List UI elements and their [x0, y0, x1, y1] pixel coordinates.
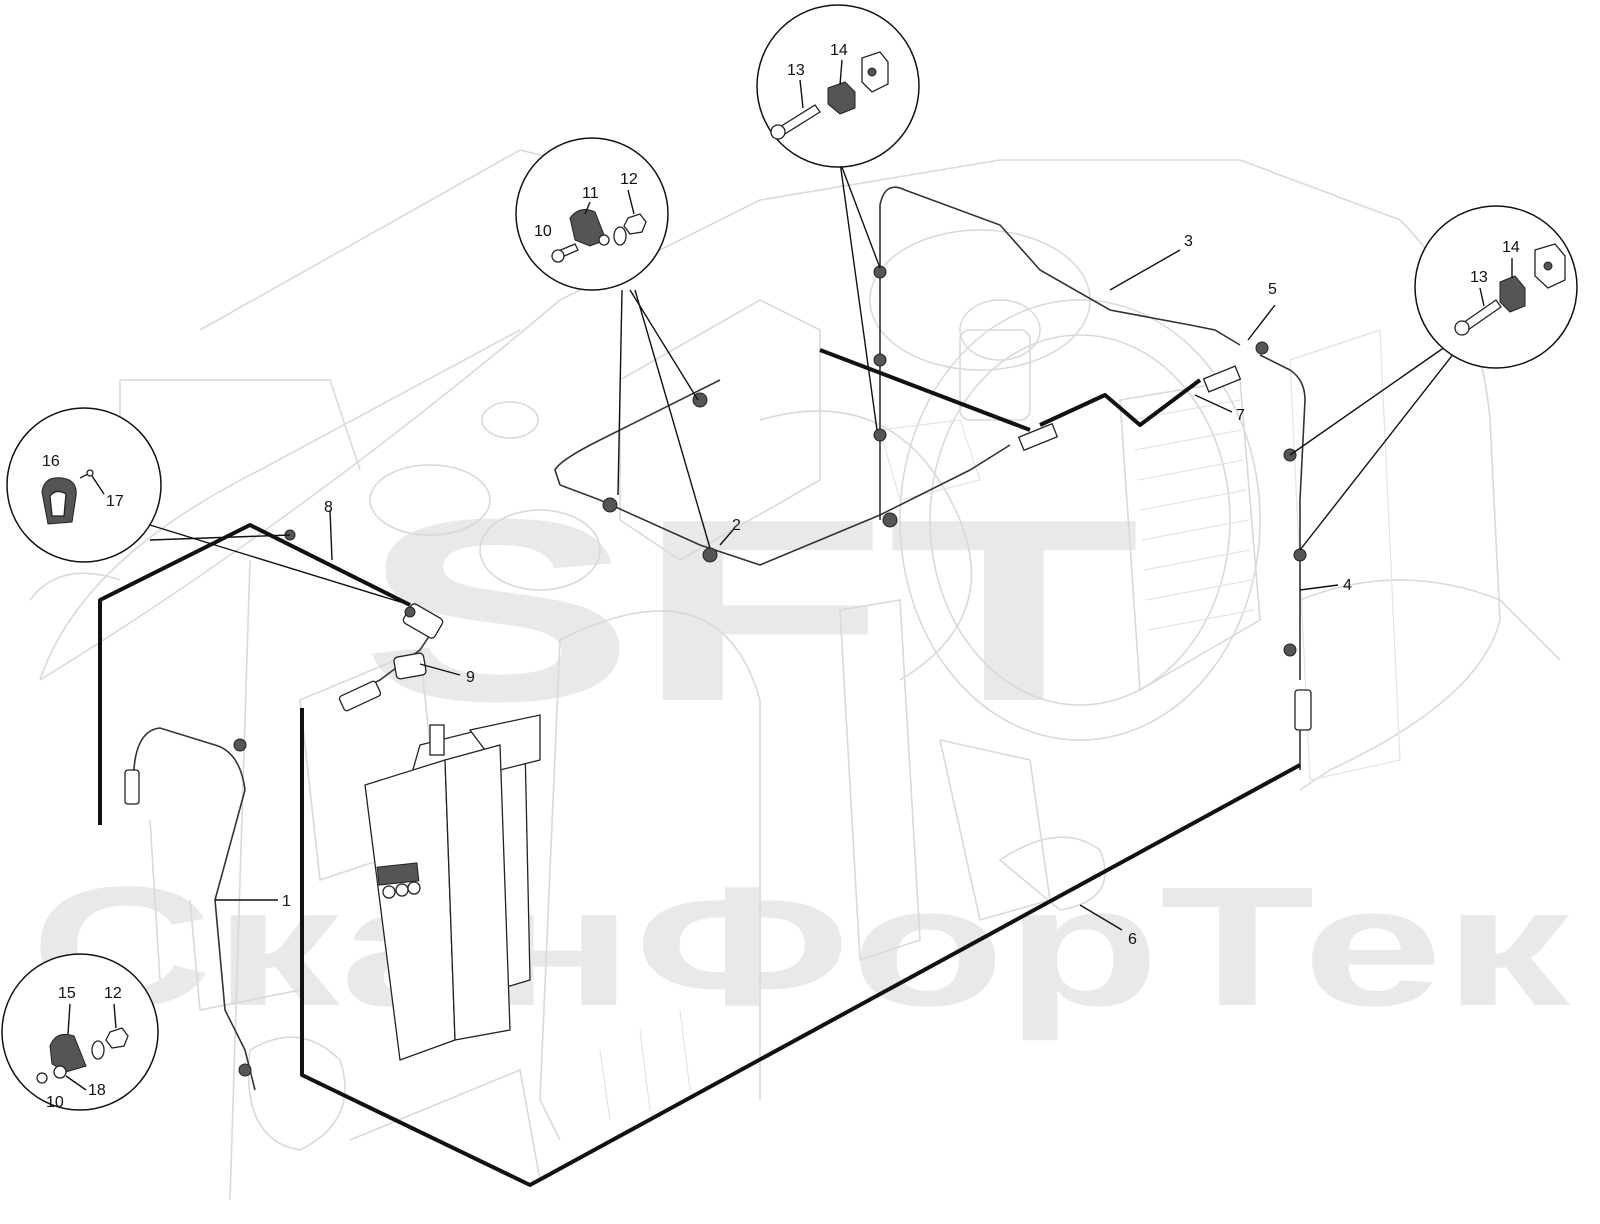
hose-assemblies — [98, 348, 1312, 1187]
watermark-bottom: СканФорТек — [30, 852, 1571, 1042]
label-2: 2 — [732, 517, 741, 534]
detail-bottom-washer-label: 18 — [88, 1082, 106, 1099]
hose-8 — [98, 523, 411, 825]
label-4: 4 — [1343, 577, 1352, 594]
detail-bottom-screw-label: 10 — [46, 1094, 64, 1111]
pipe-3 — [879, 186, 1241, 520]
label-5: 5 — [1268, 281, 1277, 298]
detail-circle-top-center: 13 14 — [756, 4, 920, 168]
detail-leaders — [149, 161, 1459, 606]
label-9: 9 — [466, 669, 475, 686]
detail-circle-bottom-clamp: 15 12 10 18 — [1, 953, 159, 1111]
detail-circle-clamp: 10 11 12 — [515, 137, 669, 291]
label-8: 8 — [324, 499, 333, 516]
pipe-4 — [1259, 354, 1306, 680]
callout-leaders — [215, 249, 1339, 931]
machine-background — [29, 149, 1561, 1201]
detail-clamp-screw-label: 10 — [534, 223, 552, 240]
pipe-2 — [554, 379, 1011, 566]
detail-clip-label: 16 — [42, 453, 60, 470]
pipe-clamps — [233, 265, 1307, 1077]
watermark: SFT СканФорТек — [30, 466, 1571, 1042]
detail-bottom-clamp-label: 15 — [58, 985, 76, 1002]
hose-6 — [300, 708, 1301, 1187]
detail-clamp-clamp-label: 11 — [582, 185, 599, 202]
detail-top-block-label: 14 — [830, 42, 848, 59]
detail-clip-screw-label: 17 — [106, 493, 124, 510]
label-6: 6 — [1128, 931, 1137, 948]
label-3: 3 — [1184, 233, 1193, 250]
detail-clamp-nut-label: 12 — [620, 171, 638, 188]
label-1: 1 — [282, 893, 291, 910]
detail-right-bolt-label: 13 — [1470, 269, 1488, 286]
detail-bottom-nut-label: 12 — [104, 985, 122, 1002]
watermark-top: SFT — [360, 466, 1140, 756]
detail-circle-right: 13 14 — [1414, 205, 1578, 369]
pipe-1 — [129, 727, 256, 1091]
label-7: 7 — [1236, 407, 1245, 424]
detail-right-block-label: 14 — [1502, 239, 1520, 256]
callout-labels: 1 2 3 4 5 6 7 8 9 — [282, 233, 1352, 948]
detail-top-bolt-label: 13 — [787, 62, 805, 79]
hose-7 — [1039, 378, 1202, 427]
filter-unit — [364, 714, 541, 1061]
detail-circle-clip: 16 17 — [6, 407, 162, 563]
